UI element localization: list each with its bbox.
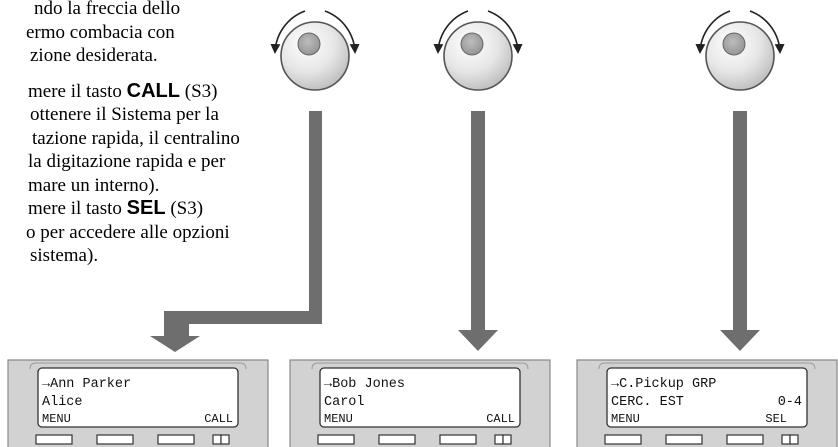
arrow-icon <box>150 111 322 352</box>
instruction-text: ndo la freccia dello <box>34 0 181 19</box>
instruction-line: mere il tasto SEL (S3) <box>0 197 300 221</box>
softkey-menu-label: MENU <box>611 412 640 426</box>
softkey-sel-label: SEL <box>765 412 787 426</box>
instruction-text: o per accedere alle opzioni <box>26 221 230 243</box>
instruction-line: mare un interno). <box>0 174 300 198</box>
phone-display-3: →C.Pickup GRP CERC. EST 0-4 MENU SEL <box>576 359 838 447</box>
phone-display-2: →Bob Jones Carol MENU CALL <box>289 359 551 447</box>
instruction-line: ndo la freccia dello <box>0 0 300 21</box>
arrow-icon <box>458 111 498 351</box>
display-line-2: CERC. EST <box>611 395 684 410</box>
s3-label: (S3) <box>180 80 218 102</box>
jog-dial-icon <box>700 11 780 90</box>
instruction-text: tazione rapida, il centralino <box>32 127 240 149</box>
instruction-text: zione desiderata. <box>30 45 158 66</box>
jog-dial-icon <box>438 11 518 90</box>
display-line-2: Carol <box>324 395 365 410</box>
instruction-line: zione desiderata. <box>0 44 300 68</box>
arrow-icon <box>720 111 760 351</box>
phone-display-1: →Ann Parker Alice MENU CALL <box>7 359 269 447</box>
instruction-text: ottenere il Sistema per la <box>30 104 219 125</box>
display-line-1: →C.Pickup GRP <box>611 377 716 392</box>
instruction-line: la digitazione rapida e per <box>0 150 300 174</box>
display-line-1: →Bob Jones <box>324 377 405 392</box>
instruction-text: sistema). <box>30 245 99 266</box>
instruction-line: mere il tasto CALL (S3) <box>0 80 300 104</box>
instruction-line: ermo combacia con <box>0 21 300 45</box>
instructions-text: ndo la freccia dello ermo combacia con z… <box>0 0 300 268</box>
call-key-label: CALL <box>126 79 180 102</box>
instruction-line: sistema). <box>0 244 300 268</box>
instruction-text: ermo combacia con <box>26 21 175 43</box>
instruction-text: mere il tasto <box>28 80 127 102</box>
softkey-call-label: CALL <box>486 412 515 426</box>
instruction-text: mare un interno). <box>28 174 160 196</box>
display-line-2: Alice <box>42 395 83 410</box>
sel-key-label: SEL <box>126 197 166 219</box>
softkey-menu-label: MENU <box>324 412 353 426</box>
instruction-line: o per accedere alle opzioni <box>0 221 300 245</box>
display-line-1: →Ann Parker <box>42 377 131 392</box>
instruction-text: mere il tasto <box>28 198 127 219</box>
display-range: 0-4 <box>778 395 802 410</box>
jog-dial-icon <box>275 11 355 90</box>
instruction-line: ottenere il Sistema per la <box>0 103 300 127</box>
softkey-call-label: CALL <box>204 412 233 426</box>
instruction-line: tazione rapida, il centralino <box>0 127 300 151</box>
instruction-text: la digitazione rapida e per <box>28 151 226 172</box>
s3-label: (S3) <box>165 198 204 219</box>
softkey-menu-label: MENU <box>42 412 71 426</box>
